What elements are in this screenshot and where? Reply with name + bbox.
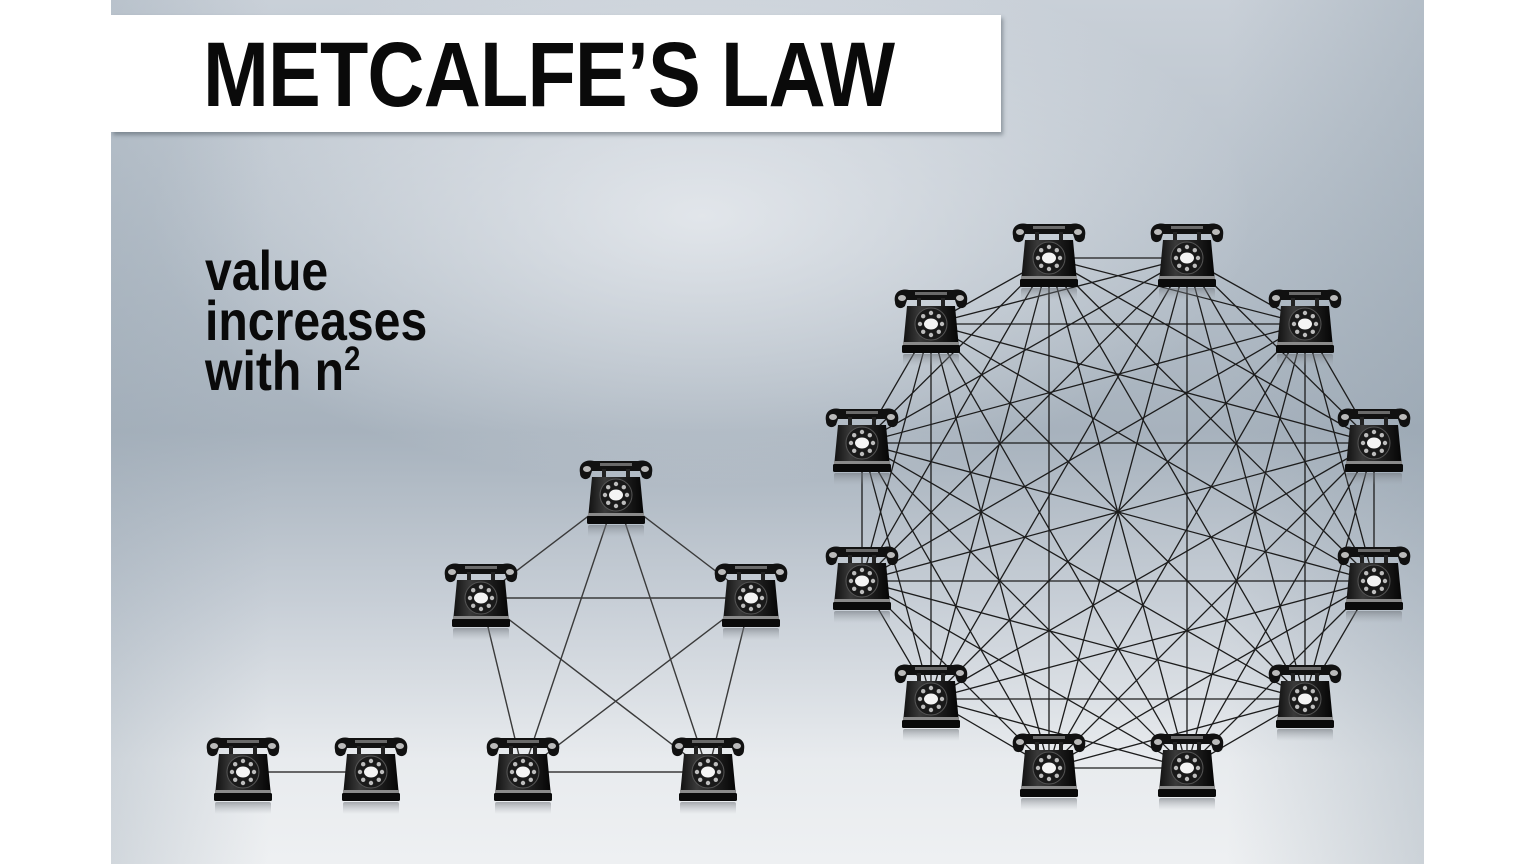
connection-line <box>861 257 1188 444</box>
rotary-telephone-icon <box>579 460 653 538</box>
connection-line <box>522 597 752 773</box>
connection-line <box>1304 442 1375 700</box>
connection-line <box>861 323 1306 582</box>
title-banner: METCALFE’S LAW <box>111 15 1001 132</box>
connection-line <box>522 494 617 773</box>
connection-line <box>861 257 1050 582</box>
connection-line <box>930 257 1188 700</box>
metcalfes-law-diagram: METCALFE’S LAW value increases with n2 <box>111 0 1424 864</box>
connection-line <box>861 323 1306 444</box>
rotary-telephone-icon <box>1268 289 1342 367</box>
network-graphs <box>206 223 1411 815</box>
rotary-telephone-icon <box>894 289 968 367</box>
exponent-superscript: 2 <box>344 340 361 378</box>
rotary-telephone-icon <box>1337 408 1411 486</box>
connection-line <box>1048 442 1375 769</box>
connection-line <box>930 698 1188 769</box>
connection-line <box>1186 257 1306 700</box>
connection-line <box>930 323 1375 444</box>
connection-line <box>1048 257 1188 769</box>
connection-line <box>480 597 709 773</box>
network-5-nodes <box>444 460 788 815</box>
rotary-telephone-icon <box>486 737 560 815</box>
connection-line <box>861 257 1188 582</box>
connection-line <box>861 442 1375 582</box>
network-12-nodes-links <box>861 257 1375 769</box>
rotary-telephone-icon <box>1012 223 1086 301</box>
connection-line <box>861 442 1306 700</box>
subtitle-line-3: with n2 <box>205 342 427 399</box>
rotary-telephone-icon <box>444 563 518 641</box>
connection-line <box>930 323 1375 582</box>
rotary-telephone-icon <box>206 737 280 815</box>
connection-line <box>861 442 932 700</box>
connection-line <box>930 257 1050 700</box>
rotary-telephone-icon <box>714 563 788 641</box>
subtitle-line-2: increases <box>205 289 428 352</box>
rotary-telephone-icon <box>334 737 408 815</box>
connection-line <box>1186 257 1375 582</box>
connection-line <box>861 442 1188 769</box>
network-12-nodes <box>825 223 1411 811</box>
rotary-telephone-icon <box>1150 223 1224 301</box>
rotary-telephone-icon <box>671 737 745 815</box>
connection-line <box>1048 580 1375 769</box>
connection-line <box>1048 257 1306 700</box>
subtitle-line-1: value <box>205 239 329 302</box>
network-2-nodes <box>206 737 408 815</box>
connection-line <box>1048 698 1306 769</box>
connection-line <box>930 442 1375 700</box>
connection-line <box>1048 323 1306 769</box>
connection-lines <box>243 257 1375 773</box>
connection-line <box>930 580 1375 700</box>
connection-line <box>930 323 1188 769</box>
connection-line <box>1048 257 1375 582</box>
connection-line <box>615 494 709 773</box>
connection-line <box>861 580 1306 700</box>
rotary-telephone-icon <box>825 408 899 486</box>
page-title: METCALFE’S LAW <box>203 24 895 126</box>
subtitle-line-3-text: with n <box>205 339 345 402</box>
subtitle-caption: value increases with n2 <box>205 239 428 399</box>
